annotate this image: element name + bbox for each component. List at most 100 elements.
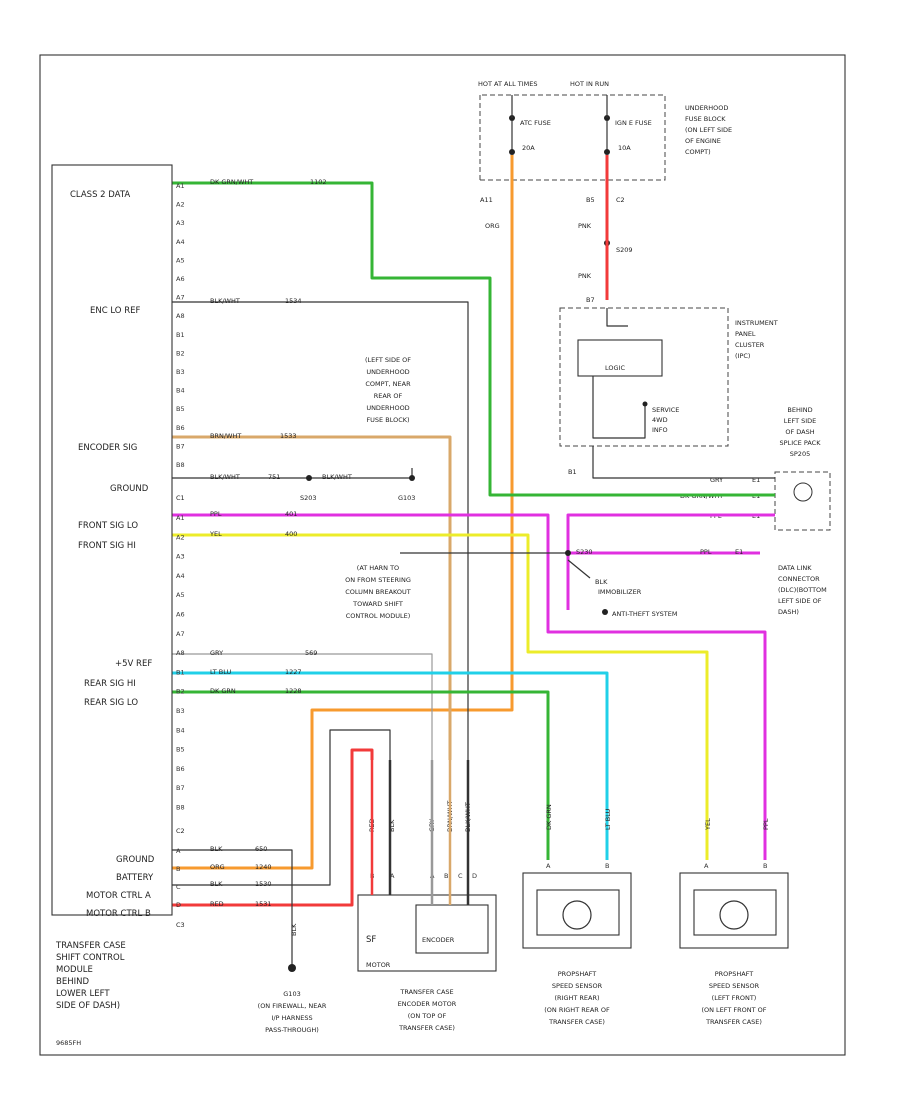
front-lo-label: FRONT SIG LO: [78, 521, 138, 531]
wl-class2-ckt: 1102: [310, 178, 327, 186]
sensor1-label-line-3: (ON LEFT FRONT OF: [701, 1006, 766, 1014]
b5-pin: B5: [586, 196, 595, 204]
tccm-pin-mid-8: B1: [176, 668, 185, 676]
note-left-line-4: UNDERHOOD: [366, 404, 409, 412]
wl-bat-ground: BLK: [210, 845, 223, 853]
tccm-label-line-4: LOWER LEFT: [56, 989, 110, 999]
note-left-line-0: (LEFT SIDE OF: [365, 356, 411, 364]
ipc-label-line-1: PANEL: [735, 330, 756, 338]
encoder-pin-1: B: [444, 872, 448, 880]
tccm-label-line-0: TRANSFER CASE: [55, 941, 126, 951]
sensor1-wire-0: YEL: [704, 818, 712, 831]
note-splice-line-4: CONTROL MODULE): [346, 612, 411, 620]
pnk-label-2: PNK: [578, 272, 592, 280]
wl-enc-sig: BRN/WHT: [210, 432, 241, 440]
fuse1-name: ATC FUSE: [520, 119, 551, 127]
tccm-pin-top-1: A2: [176, 201, 185, 209]
b1-pin: B1: [568, 468, 577, 476]
wl-rear-hi-ckt: 1227: [285, 668, 302, 676]
sensor0-label-line-4: TRANSFER CASE): [548, 1018, 605, 1026]
sensor1-pin-1: B: [763, 862, 767, 870]
motor-label-line-2: (ON TOP OF: [408, 1012, 447, 1020]
sensor0-pin-1: B: [605, 862, 609, 870]
tccm-pin-top-11: B4: [176, 387, 185, 395]
tccm-pin-mid-14: B7: [176, 784, 185, 792]
wl-class2: DK GRN/WHT: [210, 178, 253, 186]
splice-label-line-1: LEFT SIDE: [784, 417, 817, 425]
splice-wire-gry: GRY: [710, 476, 723, 484]
tccm-pin-top-4: A5: [176, 256, 185, 264]
wl-5v: GRY: [210, 649, 223, 657]
ipc-label-line-3: (IPC): [735, 352, 750, 360]
encoder-box: [415, 904, 489, 954]
tccm-pin-mid-2: A3: [176, 553, 185, 561]
wire-rear-sig-hi: [172, 671, 609, 860]
service-label-line-0: SERVICE: [652, 406, 679, 414]
wl-rear-lo: DK GRN: [210, 687, 236, 695]
splice-pin-1: E1: [752, 476, 760, 484]
tccm-pin-top-9: B2: [176, 349, 185, 357]
bottom-battery-label: BATTERY: [116, 873, 154, 883]
tccm-pin-bot-0: A: [176, 847, 181, 855]
dlc-label-line-2: (DLC)(BOTTOM: [778, 586, 827, 594]
wl-g103: G103: [398, 494, 415, 502]
diagram-frame: [39, 54, 846, 1056]
s209-label: S209: [616, 246, 633, 254]
tccm-pin-top-10: B3: [176, 368, 185, 376]
diagram-code: 9685FH: [56, 1039, 81, 1047]
motor-label-line-3: TRANSFER CASE): [398, 1024, 455, 1032]
class2-label: CLASS 2 DATA: [70, 190, 130, 200]
wire-labels: DK GRN/WHT 1102 BLK/WHT 1534 BRN/WHT 153…: [209, 178, 743, 936]
tccm-pin-mid-12: B5: [176, 746, 185, 754]
tccm-pin-bot-1: B: [176, 865, 180, 873]
tccm-pin-top-0: A1: [176, 182, 185, 190]
sensor0-label-line-2: (RIGHT REAR): [554, 994, 599, 1002]
wl-enc-sig-ckt: 1533: [280, 432, 297, 440]
tccm-pin-mid-0: A1: [176, 514, 185, 522]
tccm-pin-mid-13: B6: [176, 765, 185, 773]
ground-label: GROUND: [110, 484, 149, 494]
sensor0-label-line-1: SPEED SENSOR: [552, 982, 603, 990]
wl-front-lo: PPL: [210, 510, 222, 518]
note-splice-line-1: ON FROM STEERING: [345, 576, 411, 584]
encoder-pin-2: C: [458, 872, 463, 880]
wl-motor-b-ckt: 1531: [255, 900, 272, 908]
sensor1-label-line-2: (LEFT FRONT): [712, 994, 757, 1002]
service-label-line-1: 4WD: [652, 416, 668, 424]
sensor0-label-line-3: (ON RIGHT REAR OF: [544, 1006, 610, 1014]
tccm-label-line-3: BEHIND: [56, 977, 89, 987]
ipc-label-line-2: CLUSTER: [735, 341, 765, 349]
tccm-label-line-2: MODULE: [56, 965, 93, 975]
wl-ground2: BLK/WHT: [322, 473, 352, 481]
tccm-pin-top-15: B8: [176, 461, 185, 469]
motor-label-line-1: ENCODER MOTOR: [398, 1000, 457, 1008]
encoder-motor-outline: [357, 894, 497, 972]
sensor1-pin-0: A: [704, 862, 709, 870]
wl-rear-hi: LT BLU: [210, 668, 232, 676]
fusebox-label-line-1: FUSE BLOCK: [685, 115, 726, 123]
tccm-pin-mid-4: A5: [176, 591, 185, 599]
dlc-label-line-1: CONNECTOR: [778, 575, 820, 583]
dlc-label-line-3: LEFT SIDE OF: [778, 597, 822, 605]
tccm-pin-bot-3: D: [176, 901, 181, 909]
c2-pin: C2: [616, 196, 625, 204]
wl-motor-a: BLK: [210, 880, 223, 888]
wl-front-hi-ckt: 400: [285, 530, 297, 538]
wire-enc-lo-ref: [172, 301, 469, 760]
wl-rear-lo-ckt: 1228: [285, 687, 302, 695]
wire-bat-ground: [172, 849, 293, 968]
encoder-label: ENCODER: [422, 936, 455, 944]
dlc-label-line-0: DATA LINK: [778, 564, 812, 572]
power-section: HOT AT ALL TIMES HOT IN RUN ATC FUSE 20A…: [478, 80, 732, 304]
enc-sig-label: ENCODER SIG: [78, 443, 137, 453]
fuse1-amp: 20A: [522, 144, 535, 152]
wire-motor-ctrl-a: [172, 729, 391, 886]
wire-rear-sig-lo: [172, 690, 550, 860]
org-label: ORG: [485, 222, 500, 230]
